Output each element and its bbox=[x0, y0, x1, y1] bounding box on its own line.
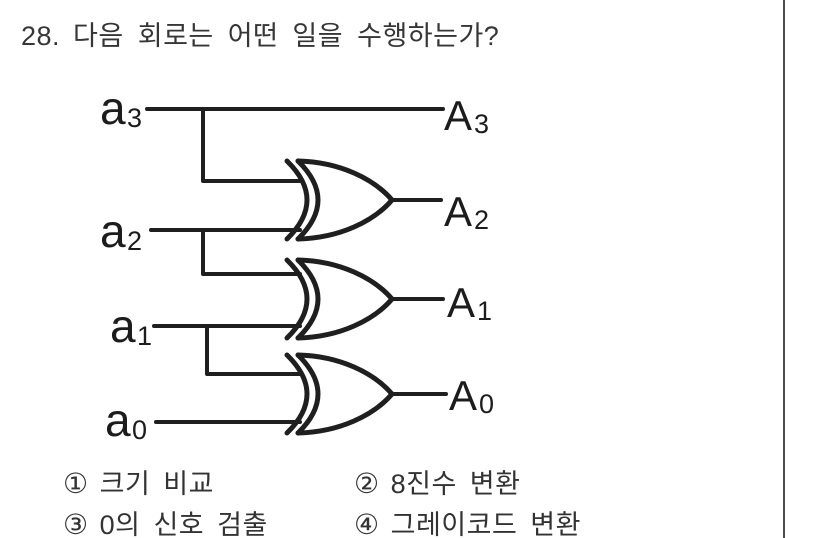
output-label-A1-sub: 1 bbox=[477, 296, 492, 326]
choice-4-number: ④ bbox=[354, 509, 380, 538]
input-label-a3-sub: 3 bbox=[127, 103, 142, 133]
choice-2-label: 8진수 변환 bbox=[390, 469, 521, 499]
input-label-a1-sub: 1 bbox=[137, 321, 152, 351]
input-label-a2-sub: 2 bbox=[127, 226, 142, 256]
input-label-a0-sub: 0 bbox=[132, 415, 147, 445]
output-label-A2: A bbox=[444, 188, 472, 235]
wire-a2-branch bbox=[201, 228, 302, 276]
choice-3[interactable]: ③ 0의 신호 검출 bbox=[63, 503, 268, 538]
output-label-A1: A bbox=[447, 279, 475, 326]
output-label-A3-sub: 3 bbox=[474, 109, 489, 139]
input-label-a1: a bbox=[110, 300, 136, 352]
output-label-A0-sub: 0 bbox=[479, 389, 494, 419]
input-label-a3: a bbox=[100, 82, 126, 134]
choice-1-number: ① bbox=[63, 468, 89, 499]
xor-gate-A2 bbox=[287, 161, 392, 239]
output-label-A3: A bbox=[444, 92, 472, 139]
choice-3-number: ③ bbox=[63, 509, 89, 538]
output-label-A0: A bbox=[449, 372, 477, 419]
choice-4-label: 그레이코드 변환 bbox=[390, 510, 581, 538]
question-number: 28. bbox=[21, 21, 61, 51]
choice-2[interactable]: ② 8진수 변환 bbox=[354, 462, 521, 501]
input-label-a0: a bbox=[105, 394, 131, 446]
output-label-A2-sub: 2 bbox=[474, 205, 489, 235]
xor-gate-A1 bbox=[287, 260, 392, 338]
question-text: 다음 회로는 어떤 일을 수행하는가? bbox=[73, 21, 500, 51]
wire-a3-branch bbox=[201, 107, 302, 183]
choice-1-label: 크기 비교 bbox=[99, 469, 214, 499]
xor-gate-A0 bbox=[287, 355, 392, 433]
choice-2-number: ② bbox=[354, 468, 380, 499]
choice-3-label: 0의 신호 검출 bbox=[99, 510, 268, 538]
question-line: 28. 다음 회로는 어떤 일을 수행하는가? bbox=[21, 14, 499, 53]
wire-a1-branch bbox=[205, 324, 302, 376]
choice-4[interactable]: ④ 그레이코드 변환 bbox=[354, 503, 581, 538]
input-label-a2: a bbox=[100, 205, 126, 257]
choice-1[interactable]: ① 크기 비교 bbox=[63, 462, 214, 501]
page-border-rule bbox=[783, 0, 785, 538]
